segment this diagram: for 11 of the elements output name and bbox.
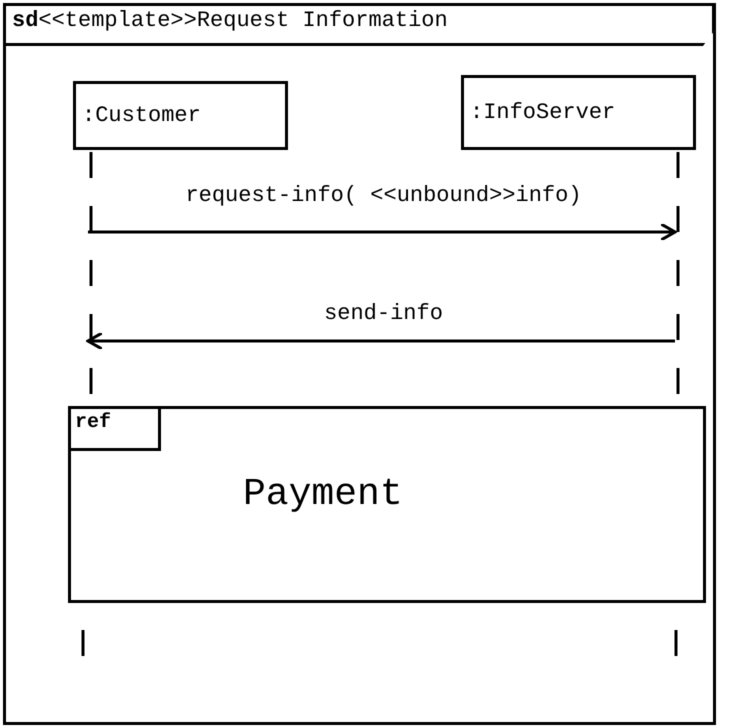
message-label: request-info( <<unbound>>info) [184, 183, 583, 208]
lifeline-head: :Customer [73, 81, 288, 150]
message-arrow [88, 222, 676, 242]
fragment-tag: ref [71, 409, 161, 451]
message-label: send-info [323, 301, 444, 326]
fragment-name: Payment [243, 473, 403, 516]
reference-fragment [68, 406, 706, 603]
lifeline-head: :InfoServer [461, 75, 696, 150]
frame-title: sd<<template>>Request Information [6, 6, 715, 46]
sequence-frame [3, 3, 716, 725]
message-arrow [86, 332, 675, 350]
